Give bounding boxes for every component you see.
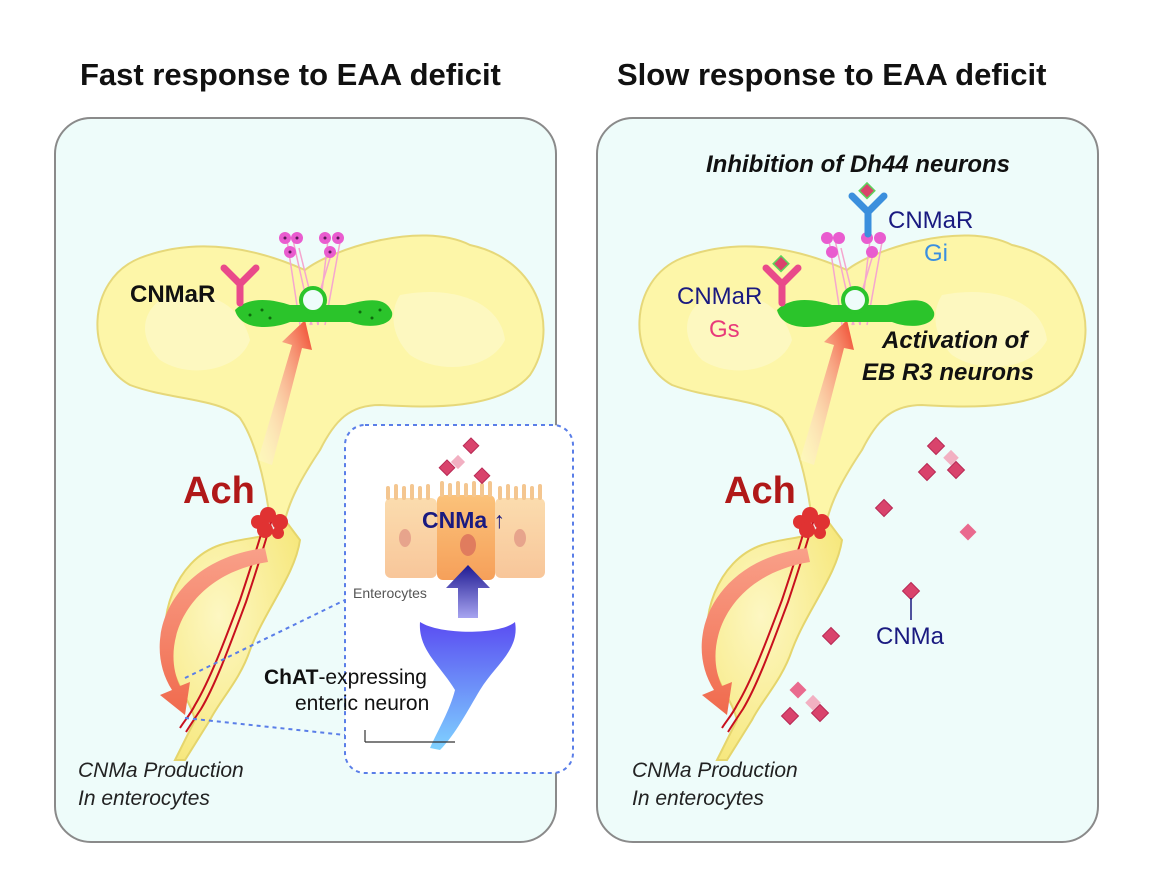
- y-receptor-icon: [220, 264, 260, 307]
- enterocytes-label: Enterocytes: [353, 585, 427, 601]
- gs-label: Gs: [709, 316, 740, 343]
- gs-receptor-icon: [762, 254, 802, 307]
- peptide-diamonds: [780, 436, 977, 726]
- inset-cnma-text: CNMa: [422, 507, 488, 533]
- production-label-2-line1: CNMa Production: [632, 759, 798, 782]
- production-label-2-line2: In enterocytes: [632, 787, 764, 810]
- ach-arrow: [258, 320, 312, 465]
- activation-label-line1: Activation of: [882, 327, 1028, 354]
- chat-label: ChAT: [264, 666, 319, 689]
- cnma-label: CNMa: [876, 623, 945, 650]
- cnmar-gi-label: CNMaR: [888, 207, 974, 234]
- ach-label: Ach: [183, 470, 255, 512]
- eb-r3-neurons-2: [777, 286, 935, 327]
- up-arrow-icon: [446, 565, 490, 618]
- inhibition-label: Inhibition of Dh44 neurons: [706, 151, 1010, 178]
- ach-arrow-2: [800, 320, 854, 465]
- production-label-line2: In enterocytes: [78, 787, 210, 810]
- eb-r3-neurons: [235, 286, 393, 327]
- curved-arrow: [159, 548, 268, 715]
- panel-fast: [54, 117, 574, 843]
- gi-receptor-icon: [848, 181, 888, 238]
- ach-puncta: [251, 507, 288, 539]
- chat-neuron-label: ChAT-expressing: [264, 665, 427, 691]
- enteric-neuron-label: enteric neuron: [295, 692, 430, 715]
- panel-slow-box: [596, 117, 1099, 843]
- panel-fast-title: Fast response to EAA deficit: [80, 57, 501, 92]
- panel-slow-title: Slow response to EAA deficit: [617, 57, 1047, 92]
- enterocytes: [385, 481, 545, 580]
- cnmar-label: CNMaR: [130, 281, 216, 308]
- gi-label: Gi: [924, 240, 948, 267]
- inset-box: [184, 424, 574, 774]
- up-arrow-glyph-icon: ↑: [487, 507, 506, 533]
- peptide-diamond-icon: [438, 437, 491, 485]
- inset-cnma-label: CNMa ↑: [422, 507, 505, 534]
- panel-slow: [596, 117, 1099, 843]
- ach-label-2: Ach: [724, 470, 796, 512]
- cnmar-gs-label: CNMaR: [677, 283, 763, 310]
- expressing-label: -expressing: [318, 666, 427, 689]
- activation-label-line2: EB R3 neurons: [862, 359, 1035, 386]
- curved-arrow-2: [701, 548, 810, 715]
- production-label-line1: CNMa Production: [78, 759, 244, 782]
- ach-puncta-2: [793, 507, 830, 539]
- chat-neuron-icon: [419, 622, 516, 750]
